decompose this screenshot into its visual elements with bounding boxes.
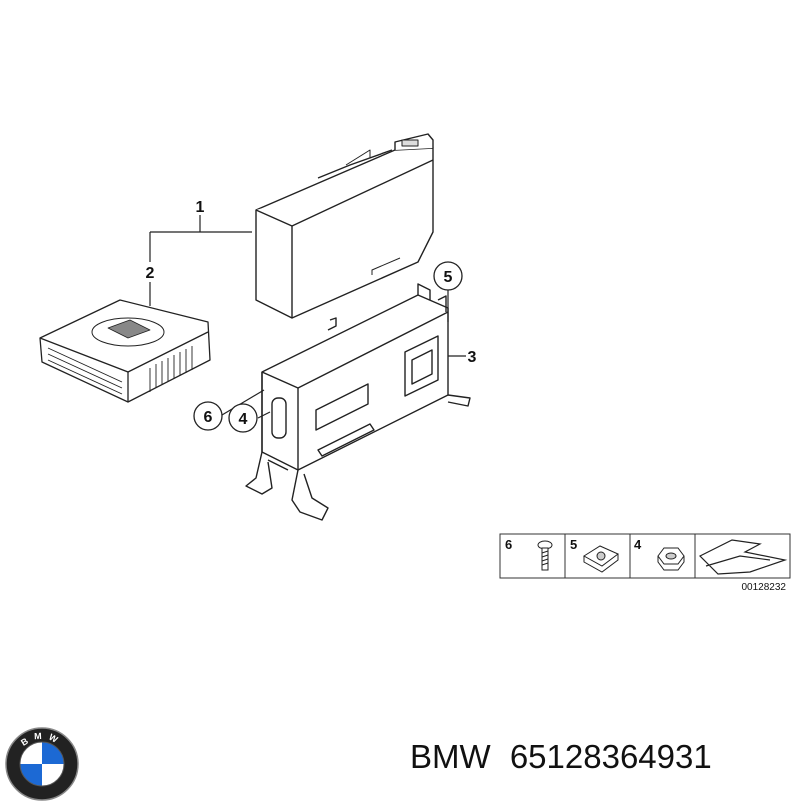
hex-nut-icon bbox=[657, 547, 685, 571]
part-label: BMW 65128364931 bbox=[410, 738, 712, 776]
part-1-control-unit bbox=[255, 133, 434, 319]
legend-number-4: 4 bbox=[634, 537, 642, 552]
callout-4: 4 bbox=[239, 411, 248, 428]
callout-6: 6 bbox=[204, 409, 213, 426]
part-number: 65128364931 bbox=[509, 738, 712, 775]
part-3-bracket bbox=[245, 283, 471, 521]
callout-5: 5 bbox=[444, 269, 453, 286]
part-2-module bbox=[39, 299, 211, 403]
assembly-arrow-icon bbox=[698, 539, 788, 575]
callout-6-circle: 6 bbox=[193, 401, 223, 431]
callout-2: 2 bbox=[146, 265, 155, 282]
screw-icon bbox=[537, 540, 553, 571]
callout-1: 1 bbox=[196, 199, 205, 216]
legend-number-5: 5 bbox=[570, 537, 577, 552]
clip-nut-icon bbox=[583, 545, 619, 573]
legend-number-6: 6 bbox=[505, 537, 512, 552]
reference-code: 00128232 bbox=[742, 582, 787, 593]
callout-3: 3 bbox=[468, 349, 477, 366]
hardware-legend: 6 5 4 00128232 bbox=[499, 533, 791, 593]
callout-4-circle: 4 bbox=[228, 403, 258, 433]
bmw-logo: BMW bbox=[5, 727, 79, 801]
leader-lines bbox=[149, 215, 466, 419]
callout-5-circle: 5 bbox=[433, 261, 463, 291]
brand-name: BMW bbox=[410, 738, 491, 775]
